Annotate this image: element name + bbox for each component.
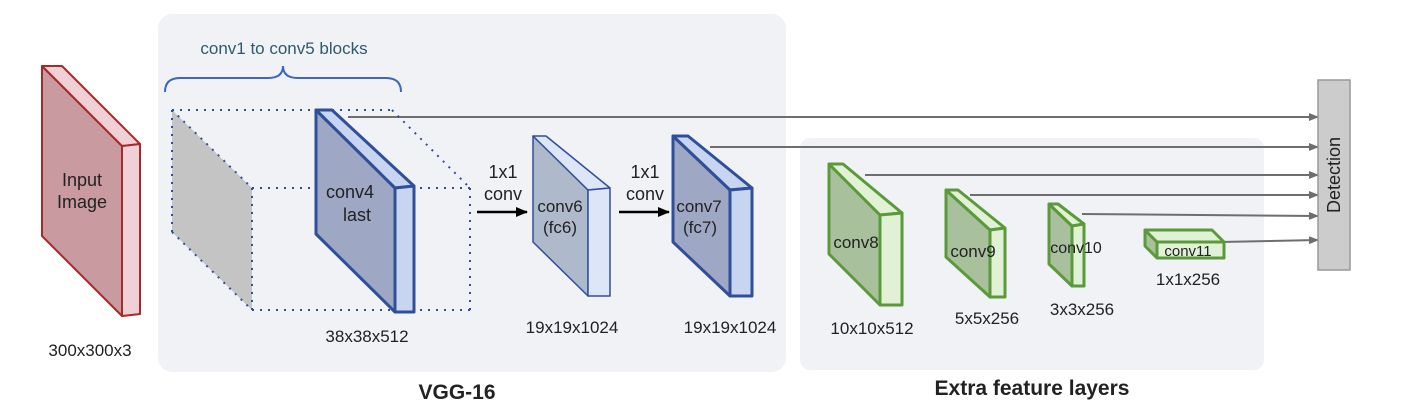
- arrow-conv10-to-detection: [1081, 211, 1319, 220]
- conv10-label: conv10: [1050, 240, 1102, 257]
- conv8-block: [827, 162, 904, 307]
- extra-layers-title: Extra feature layers: [935, 377, 1130, 400]
- conv4-side: [393, 184, 416, 314]
- op2-label-line2: conv: [626, 184, 664, 204]
- conv4-label-line2: last: [343, 205, 371, 225]
- input-image-label-line1: Input: [62, 170, 102, 190]
- input-image-side: [121, 143, 141, 317]
- conv-blocks-label: conv1 to conv5 blocks: [200, 39, 367, 58]
- vgg16-title: VGG-16: [418, 381, 495, 404]
- vgg16-panel: [158, 14, 786, 372]
- conv7-block: [671, 134, 754, 298]
- conv11-side: [1155, 240, 1226, 260]
- conv6-label-line2: (fc6): [543, 218, 577, 237]
- conv7-label-line2: (fc7): [683, 218, 717, 237]
- input-image-block: [41, 65, 141, 317]
- conv6-dims: 19x19x1024: [526, 318, 619, 337]
- conv11-dims: 1x1x256: [1156, 270, 1220, 289]
- conv7-dims: 19x19x1024: [684, 318, 777, 337]
- conv1-5-dotted-volume: [171, 109, 471, 311]
- conv8-dims: 10x10x512: [830, 319, 913, 338]
- conv10-block: [1047, 202, 1086, 288]
- conv9-dims: 5x5x256: [955, 309, 1019, 328]
- conv10-dims: 3x3x256: [1050, 300, 1114, 319]
- conv4-dims: 38x38x512: [325, 327, 408, 346]
- conv4-block: [314, 108, 416, 314]
- conv1-5-gray-face: [172, 110, 252, 310]
- conv11-block: [1143, 228, 1226, 260]
- conv11-top: [1143, 228, 1226, 244]
- input-image-dims: 300x300x3: [48, 341, 131, 360]
- op1-label-line1: 1x1: [488, 162, 517, 182]
- conv9-side: [988, 226, 1007, 299]
- detection-label: Detection: [1324, 137, 1344, 213]
- conv-blocks-brace: [164, 65, 402, 93]
- conv8-label: conv8: [833, 233, 878, 252]
- conv10-side: [1070, 222, 1086, 288]
- conv11-label: conv11: [1164, 243, 1211, 260]
- conv6-label-line1: conv6: [537, 197, 582, 216]
- op1-label-line2: conv: [484, 184, 522, 204]
- conv4-label-line1: conv4: [326, 182, 374, 202]
- conv8-side: [878, 211, 904, 307]
- conv9-label: conv9: [950, 242, 995, 261]
- input-image-label-line2: Image: [57, 192, 107, 212]
- detection-box: [1317, 79, 1351, 271]
- op2-label-line1: 1x1: [630, 162, 659, 182]
- detection-arrows: [348, 113, 1319, 245]
- arrow-conv11-to-detection: [1219, 236, 1319, 245]
- conv6-block: [532, 135, 611, 297]
- conv9-block: [944, 188, 1007, 299]
- conv6-side: [587, 187, 611, 297]
- conv7-label-line1: conv7: [676, 197, 721, 216]
- conv7-side: [728, 186, 754, 298]
